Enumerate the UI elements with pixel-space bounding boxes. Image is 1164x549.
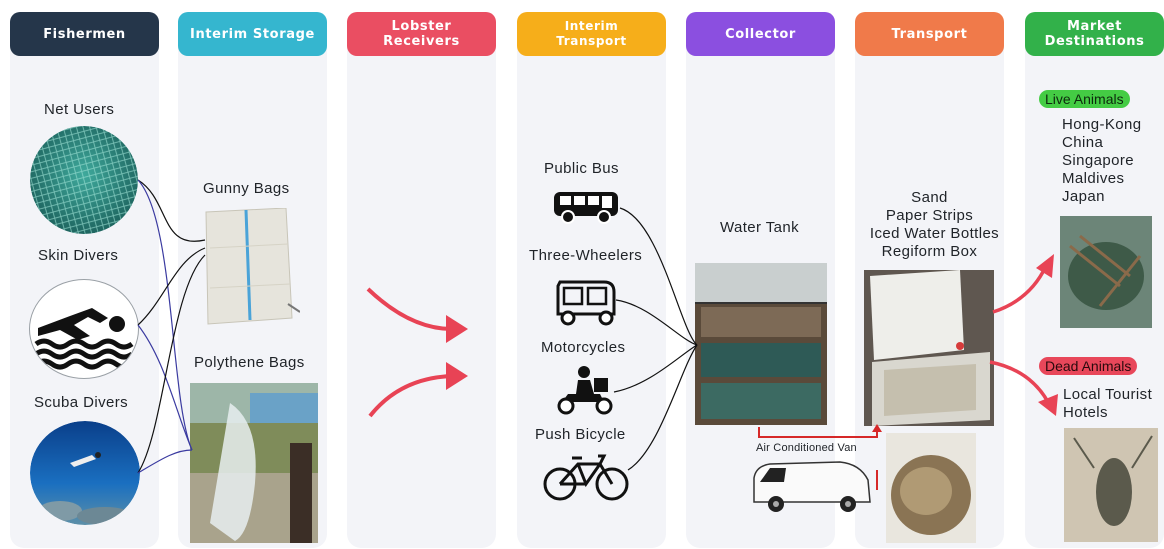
polythene-bag-photo bbox=[190, 383, 318, 543]
scuba-photo bbox=[30, 421, 140, 525]
net-photo bbox=[30, 126, 138, 234]
public-bus-label: Public Bus bbox=[544, 160, 619, 177]
live-animals-badge: Live Animals bbox=[1039, 90, 1130, 108]
van-label: Air Conditioned Van bbox=[756, 442, 857, 454]
destination-local-tourist: Local Tourist bbox=[1063, 386, 1153, 403]
destination-china: China bbox=[1062, 134, 1104, 151]
push-bicycle-label: Push Bicycle bbox=[535, 426, 626, 443]
three-wheelers-label: Three-Wheelers bbox=[529, 247, 643, 264]
bicycle-icon bbox=[543, 454, 629, 501]
swimmer-icon bbox=[29, 279, 139, 379]
motorcycle-icon bbox=[557, 366, 613, 415]
dead-lobster-photo bbox=[1064, 428, 1158, 542]
regiform-box-photo bbox=[864, 270, 994, 426]
live-lobster-photo bbox=[1060, 216, 1152, 328]
transport-item-sand: Sand bbox=[911, 189, 948, 206]
transport-item-iced: Iced Water Bottles bbox=[869, 225, 1000, 242]
motorcycles-label: Motorcycles bbox=[541, 339, 626, 356]
polythene-bags-label: Polythene Bags bbox=[194, 354, 305, 371]
destination-japan: Japan bbox=[1062, 188, 1105, 205]
dead-destinations-list: Local Tourist Hotels bbox=[1063, 386, 1152, 422]
destination-maldives: Maldives bbox=[1062, 170, 1125, 187]
transport-item-paper: Paper Strips bbox=[885, 207, 974, 224]
header-lobster-receivers: Lobster Receivers bbox=[347, 12, 496, 56]
scuba-divers-label: Scuba Divers bbox=[34, 394, 129, 411]
destination-hotels: Hotels bbox=[1063, 404, 1108, 421]
destination-singapore: Singapore bbox=[1062, 152, 1134, 169]
sand-photo bbox=[886, 433, 976, 543]
header-transport: Transport bbox=[855, 12, 1004, 56]
dead-animals-badge: Dead Animals bbox=[1039, 357, 1138, 375]
header-interim-storage: Interim Storage bbox=[178, 12, 327, 56]
column-lobster-receivers bbox=[347, 12, 496, 548]
water-tank-label: Water Tank bbox=[720, 219, 800, 236]
transport-item-regiform: Regiform Box bbox=[881, 243, 978, 260]
header-interim-transport: Interim Transport bbox=[517, 12, 666, 56]
destination-hong-kong: Hong-Kong bbox=[1062, 116, 1142, 133]
water-tank-photo bbox=[695, 263, 827, 425]
live-destinations-list: Hong-Kong China Singapore Maldives Japan bbox=[1062, 116, 1142, 206]
bus-icon bbox=[554, 192, 618, 224]
tuktuk-icon bbox=[556, 280, 616, 326]
gunny-bags-label: Gunny Bags bbox=[203, 180, 290, 197]
gunny-bag-photo bbox=[200, 208, 300, 326]
skin-divers-label: Skin Divers bbox=[38, 247, 119, 264]
flow-arrow-upper bbox=[366, 287, 468, 343]
flow-arrow-lower bbox=[368, 362, 468, 418]
header-collector: Collector bbox=[686, 12, 835, 56]
header-market-destinations: Market Destinations bbox=[1025, 12, 1164, 56]
van-icon bbox=[753, 461, 871, 512]
header-fishermen: Fishermen bbox=[10, 12, 159, 56]
net-users-label: Net Users bbox=[44, 101, 115, 118]
